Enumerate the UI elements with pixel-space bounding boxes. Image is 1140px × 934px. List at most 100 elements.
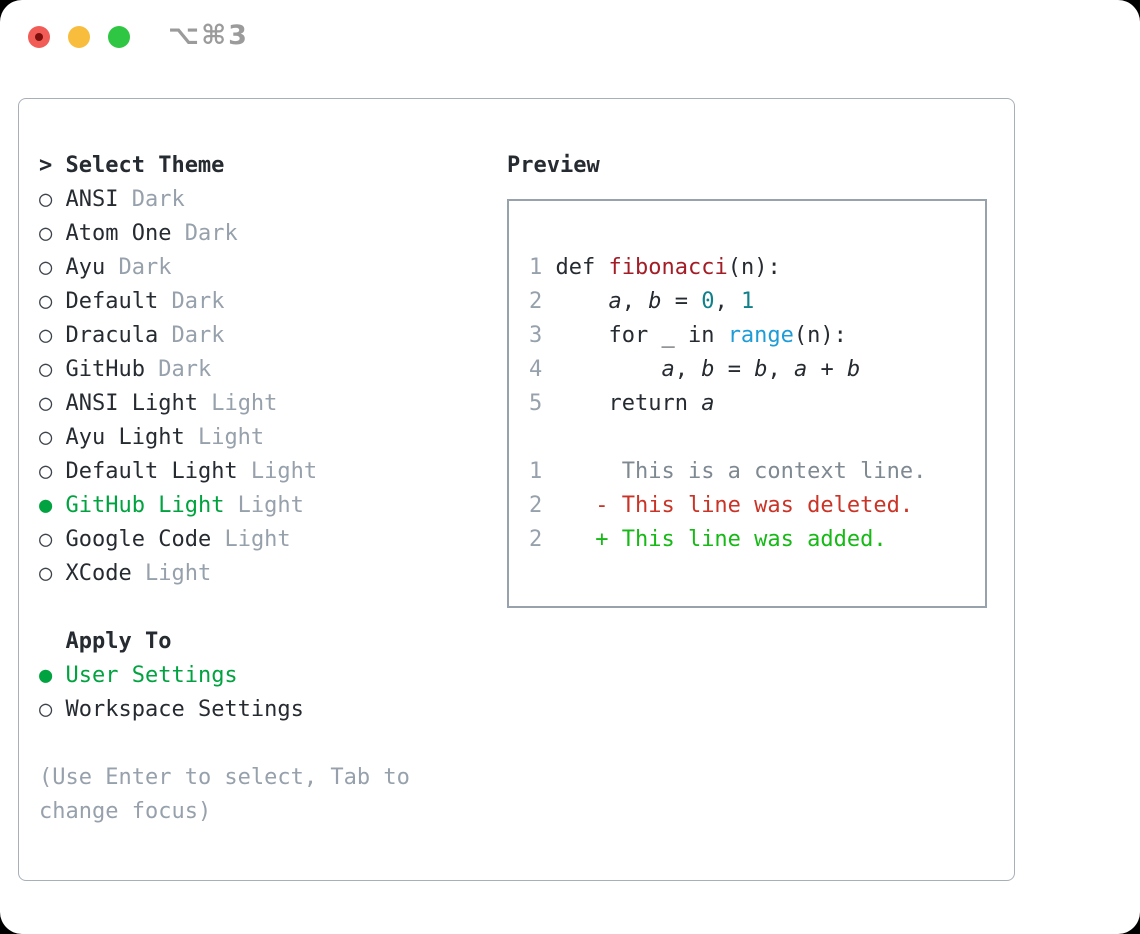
theme-option-github[interactable]: ○ GitHub Dark [39, 353, 410, 387]
code-token [542, 357, 661, 382]
option-variant: Light [184, 425, 265, 450]
theme-option-atom-one[interactable]: ○ Atom One Dark [39, 217, 410, 251]
option-label: User Settings [52, 663, 238, 688]
line-number: 2 [529, 289, 543, 314]
option-variant: Dark [158, 323, 225, 348]
code-token: , [674, 357, 702, 382]
option-variant: Dark [105, 255, 172, 280]
code-token: (n): [727, 255, 781, 280]
code-token: 1 [740, 289, 755, 314]
hint-line-2: change focus) [39, 799, 212, 824]
option-label: Google Code [52, 527, 212, 552]
option-variant: Light [224, 493, 304, 518]
theme-option-default-light[interactable]: ○ Default Light Light [39, 455, 410, 489]
line-number: 2 [529, 493, 543, 518]
option-variant: Light [211, 527, 291, 552]
traffic-lights [28, 26, 130, 48]
spacer [39, 727, 410, 761]
code-token: for _ in [542, 323, 728, 348]
theme-option-github-light[interactable]: ● GitHub Light Light [39, 489, 410, 523]
theme-option-xcode[interactable]: ○ XCode Light [39, 557, 410, 591]
option-variant: Light [197, 391, 278, 416]
code-token: , [621, 289, 649, 314]
option-label: GitHub Light [52, 493, 225, 518]
code-line: 2 - This line was deleted. [529, 489, 985, 523]
theme-option-ansi-light[interactable]: ○ ANSI Light Light [39, 387, 410, 421]
option-label: Workspace Settings [52, 697, 304, 722]
radio-icon: ○ [39, 289, 53, 314]
code-token: + This line was added. [542, 527, 887, 552]
option-label: Atom One [52, 221, 172, 246]
close-dot-icon [35, 33, 43, 41]
code-token: b [846, 357, 861, 382]
code-token: return [542, 391, 702, 416]
radio-selected-icon: ● [39, 663, 53, 688]
window-title: ⌥⌘3 [168, 20, 249, 51]
line-number: 2 [529, 527, 543, 552]
radio-icon: ○ [39, 561, 53, 586]
apply-to-list: ● User Settings○ Workspace Settings [39, 659, 410, 727]
minimize-button[interactable] [68, 26, 90, 48]
radio-icon: ○ [39, 391, 53, 416]
code-token: , [767, 357, 794, 382]
code-line: 4 a, b = b, a + b [529, 353, 985, 387]
theme-list: ○ ANSI Dark○ Atom One Dark○ Ayu Dark○ De… [39, 183, 410, 591]
code-line: 3 for _ in range(n): [529, 319, 985, 353]
code-token: range [727, 323, 794, 348]
code-token: a [701, 391, 715, 416]
theme-option-ayu[interactable]: ○ Ayu Dark [39, 251, 410, 285]
prompt-icon: > [39, 153, 53, 178]
code-token: b [701, 357, 715, 382]
code-line: 2 a, b = 0, 1 [529, 285, 985, 319]
code-token [542, 289, 608, 314]
radio-selected-icon: ● [39, 493, 53, 518]
zoom-button[interactable] [108, 26, 130, 48]
theme-option-default[interactable]: ○ Default Dark [39, 285, 410, 319]
option-variant: Light [237, 459, 318, 484]
line-number: 5 [529, 391, 543, 416]
preview-title: Preview [507, 153, 600, 178]
code-token: - This line was deleted. [542, 493, 914, 518]
theme-option-ayu-light[interactable]: ○ Ayu Light Light [39, 421, 410, 455]
code-token: = [714, 357, 755, 382]
option-variant: Dark [118, 187, 185, 212]
theme-option-ansi[interactable]: ○ ANSI Dark [39, 183, 410, 217]
blank-line [529, 421, 985, 455]
code-line: 2 + This line was added. [529, 523, 985, 557]
option-label: Ayu [52, 255, 106, 280]
theme-option-google-code[interactable]: ○ Google Code Light [39, 523, 410, 557]
option-label: Default [52, 289, 159, 314]
radio-icon: ○ [39, 425, 53, 450]
code-token: def [542, 255, 609, 280]
code-token: a [661, 357, 675, 382]
apply-option-user-settings[interactable]: ● User Settings [39, 659, 410, 693]
code-token: b [754, 357, 768, 382]
option-variant: Light [131, 561, 212, 586]
code-line: 5 return a [529, 387, 985, 421]
line-number: 3 [529, 323, 543, 348]
code-token: (n): [793, 323, 847, 348]
code-line: 1 def fibonacci(n): [529, 251, 985, 285]
code-token: , [714, 289, 741, 314]
radio-icon: ○ [39, 187, 53, 212]
theme-option-dracula[interactable]: ○ Dracula Dark [39, 319, 410, 353]
option-label: Dracula [52, 323, 159, 348]
apply-to-header: Apply To [65, 629, 172, 654]
main-panel: >Select Theme ○ ANSI Dark○ Atom One Dark… [18, 98, 1015, 881]
option-label: ANSI Light [52, 391, 198, 416]
code-token: This is a context line. [542, 459, 927, 484]
code-token: fibonacci [608, 255, 728, 280]
code-token: + [807, 357, 847, 382]
radio-icon: ○ [39, 527, 53, 552]
option-label: ANSI [52, 187, 119, 212]
close-button[interactable] [28, 26, 50, 48]
radio-icon: ○ [39, 255, 53, 280]
line-number: 1 [529, 459, 543, 484]
radio-icon: ○ [39, 697, 53, 722]
code-line: 1 This is a context line. [529, 455, 985, 489]
apply-option-workspace-settings[interactable]: ○ Workspace Settings [39, 693, 410, 727]
line-number: 1 [529, 255, 543, 280]
radio-icon: ○ [39, 221, 53, 246]
